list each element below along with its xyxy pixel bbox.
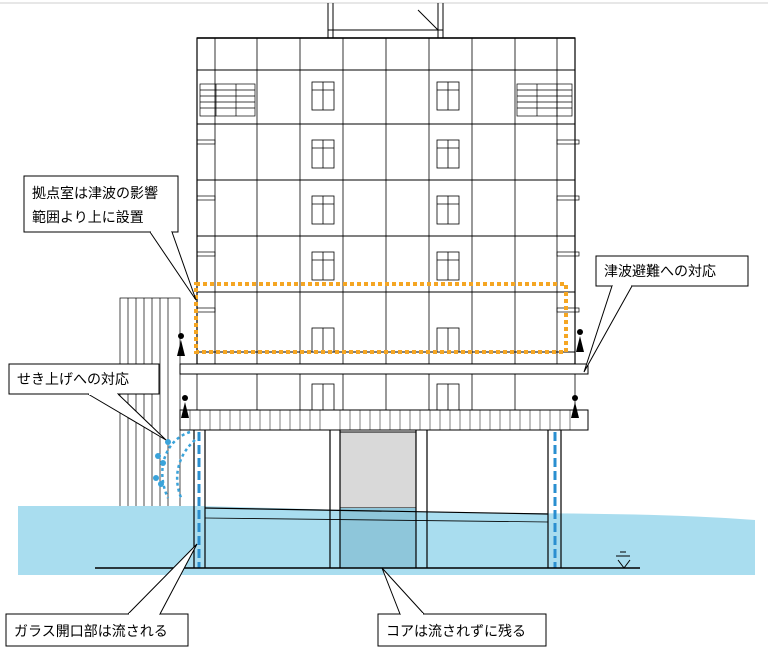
flow-arrow xyxy=(161,430,196,501)
callout-evacuation: 津波避難への対応 xyxy=(583,255,749,373)
flow-droplets xyxy=(153,439,171,487)
evacuation-decks xyxy=(179,363,589,431)
rooftop-structure xyxy=(327,3,444,38)
callout-base-room-line1: 拠点室は津波の影響 xyxy=(32,185,158,202)
piloti-structure xyxy=(193,430,562,568)
core-submerged xyxy=(340,508,416,568)
person-icon xyxy=(181,395,189,418)
windows xyxy=(311,81,460,411)
callout-core: コアは流されずに残る xyxy=(377,567,547,647)
callout-glass-opening-text: ガラス開口部は流される xyxy=(14,624,168,640)
callout-core-text: コアは流されずに残る xyxy=(386,624,526,640)
water-surface-symbol xyxy=(616,551,631,569)
building-body xyxy=(196,37,576,410)
core-upper xyxy=(339,431,417,509)
person-icon xyxy=(576,329,584,352)
callout-raise: せき上げへの対応 xyxy=(8,363,167,441)
glass-opening-lines xyxy=(197,432,557,568)
callout-base-room-line2: 範囲より上に設置 xyxy=(32,209,144,226)
base-room-highlight xyxy=(194,282,568,354)
callout-glass-opening: ガラス開口部は流される xyxy=(5,543,198,647)
person-icon xyxy=(177,333,185,356)
window-column-left xyxy=(311,81,335,411)
side-louvers xyxy=(196,83,580,313)
callout-evacuation-text: 津波避難への対応 xyxy=(604,264,716,280)
window-column-right xyxy=(436,81,460,411)
person-icon xyxy=(571,395,579,418)
callout-base-room: 拠点室は津波の影響 範囲より上に設置 xyxy=(23,175,197,301)
callout-raise-text: せき上げへの対応 xyxy=(17,372,129,388)
